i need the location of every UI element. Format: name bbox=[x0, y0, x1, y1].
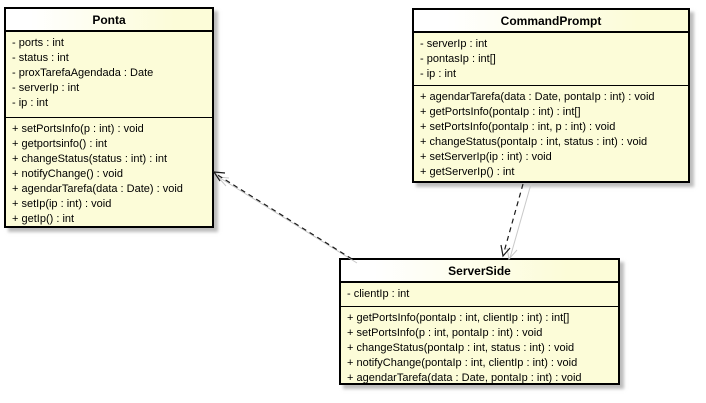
method-row: + changeStatus(pontaIp : int, status : i… bbox=[347, 342, 575, 354]
method-row: + notifyChange() : void bbox=[12, 168, 123, 180]
method-row: + notifyChange(pontaIp : int, clientIp :… bbox=[347, 357, 578, 369]
method-row: + getIp() : int bbox=[12, 213, 75, 225]
method-row: + getportsinfo() : int bbox=[12, 138, 108, 150]
attribute-row: - serverIp : int bbox=[12, 82, 80, 94]
methods-section-commandprompt: + agendarTarefa(data : Date, pontaIp : i… bbox=[414, 85, 688, 184]
method-row: + changeStatus(pontaIp : int, status : i… bbox=[420, 136, 648, 148]
attribute-row: - status : int bbox=[12, 52, 69, 64]
method-row: + setPortsInfo(p : int) : void bbox=[12, 123, 144, 135]
method-row: + setServerIp(ip : int) : void bbox=[420, 151, 552, 163]
class-box-commandprompt[interactable]: CommandPrompt - serverIp : int - pontasIp… bbox=[412, 8, 690, 183]
attribute-row: - pontasIp : int[] bbox=[420, 53, 496, 65]
method-row: + agendarTarefa(data : Date, pontaIp : i… bbox=[347, 372, 582, 384]
attribute-row: - ip : int bbox=[12, 97, 49, 109]
dependency-arrow-commandprompt-to-serverside bbox=[500, 183, 532, 261]
class-title-ponta: Ponta bbox=[6, 9, 212, 32]
attribute-row: - proxTarefaAgendada : Date bbox=[12, 67, 154, 79]
methods-section-serverside: + getPortsInfo(pontaIp : int, clientIp :… bbox=[341, 306, 618, 390]
method-row: + getPortsInfo(pontaIp : int, clientIp :… bbox=[347, 312, 570, 324]
method-row: + getServerIp() : int bbox=[420, 166, 515, 178]
attributes-section-ponta: - ports : int - status : int - proxTarefaA… bbox=[6, 32, 212, 117]
attribute-row: - clientIp : int bbox=[347, 288, 410, 300]
method-row: + setPortsInfo(pontaIp : int, p : int) :… bbox=[420, 121, 616, 133]
method-row: + agendarTarefa(data : Date, pontaIp : i… bbox=[420, 91, 655, 103]
method-row: + setIp(ip : int) : void bbox=[12, 198, 112, 210]
class-box-serverside[interactable]: ServerSide - clientIp : int + getPortsIn… bbox=[339, 258, 620, 385]
attribute-row: - ports : int bbox=[12, 37, 64, 49]
attributes-section-commandprompt: - serverIp : int - pontasIp : int[] - ip :… bbox=[414, 33, 688, 85]
method-row: + agendarTarefa(data : Date) : void bbox=[12, 183, 183, 195]
class-title-commandprompt: CommandPrompt bbox=[414, 10, 688, 33]
attributes-section-serverside: - clientIp : int bbox=[341, 283, 618, 306]
class-box-ponta[interactable]: Ponta - ports : int - status : int - proxT… bbox=[4, 7, 214, 228]
attribute-row: - serverIp : int bbox=[420, 38, 488, 50]
dependency-arrow-serverside-to-ponta bbox=[212, 171, 358, 264]
method-row: + getPortsInfo(pontaIp : int) : int[] bbox=[420, 106, 581, 118]
method-row: + changeStatus(status : int) : int bbox=[12, 153, 167, 165]
methods-section-ponta: + setPortsInfo(p : int) : void + getports… bbox=[6, 117, 212, 231]
attribute-row: - ip : int bbox=[420, 68, 457, 80]
method-row: + setPortsInfo(p : int, pontaIp : int) :… bbox=[347, 327, 543, 339]
class-title-serverside: ServerSide bbox=[341, 260, 618, 283]
